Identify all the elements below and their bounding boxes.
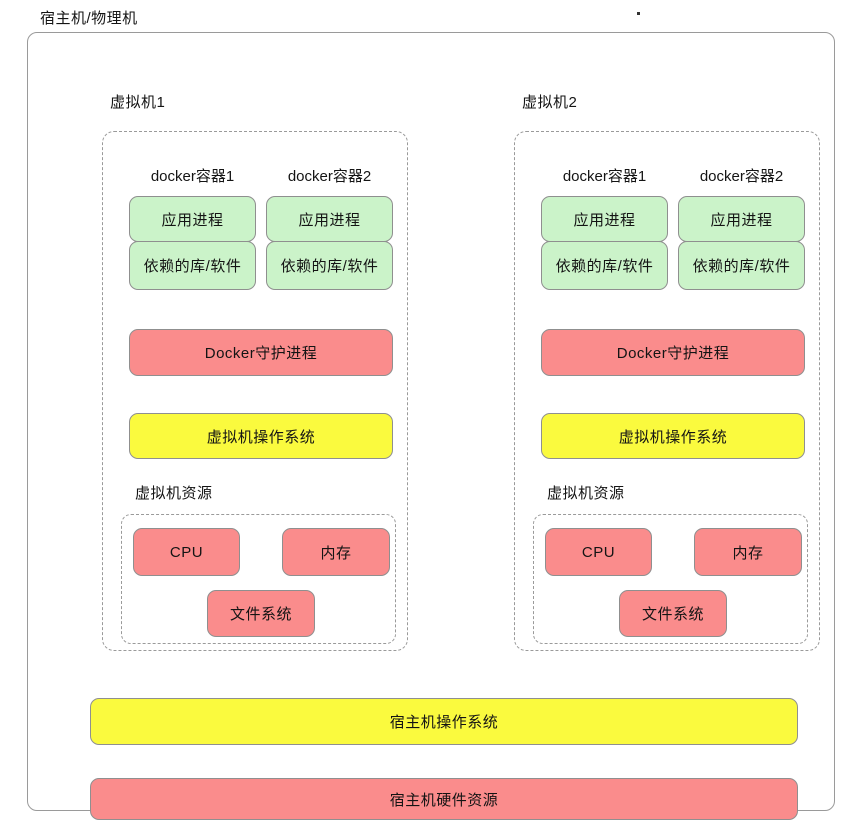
vm2-container1-app-process-box: 应用进程 bbox=[541, 196, 668, 242]
vm1-resources-box: CPU 内存 文件系统 bbox=[121, 514, 396, 644]
host-machine-box: 虚拟机1 docker容器1 docker容器2 应用进程 依赖的库/软件 应用… bbox=[27, 32, 835, 820]
vm1-os-box: 虚拟机操作系统 bbox=[129, 413, 393, 459]
vm1-box: docker容器1 docker容器2 应用进程 依赖的库/软件 应用进程 依赖… bbox=[102, 131, 408, 651]
vm1-container1-app-process-box: 应用进程 bbox=[129, 196, 256, 242]
vm2-section: 虚拟机2 docker容器1 docker容器2 应用进程 依赖的库/软件 应用… bbox=[514, 91, 820, 651]
vm1-resources-label: 虚拟机资源 bbox=[135, 485, 213, 502]
vm1-section: 虚拟机1 docker容器1 docker容器2 应用进程 依赖的库/软件 应用… bbox=[102, 91, 408, 651]
vm1-container1-libs-box: 依赖的库/软件 bbox=[129, 241, 256, 290]
vm1-docker-container1-title: docker容器1 bbox=[150, 168, 235, 185]
vm2-box: docker容器1 docker容器2 应用进程 依赖的库/软件 应用进程 依赖… bbox=[514, 131, 820, 651]
vm2-docker-daemon-box: Docker守护进程 bbox=[541, 329, 805, 376]
vm2-container1-libs-box: 依赖的库/软件 bbox=[541, 241, 668, 290]
vm2-resources-label: 虚拟机资源 bbox=[547, 485, 625, 502]
host-os-box: 宿主机操作系统 bbox=[90, 698, 798, 745]
page-title: 宿主机/物理机 bbox=[40, 10, 138, 27]
vm2-resources-box: CPU 内存 文件系统 bbox=[533, 514, 808, 644]
vm1-memory-box: 内存 bbox=[282, 528, 390, 576]
vm1-cpu-box: CPU bbox=[133, 528, 240, 576]
vm1-label: 虚拟机1 bbox=[110, 94, 166, 111]
vm2-cpu-box: CPU bbox=[545, 528, 652, 576]
vm2-container2-libs-box: 依赖的库/软件 bbox=[678, 241, 805, 290]
host-hardware-box: 宿主机硬件资源 bbox=[90, 778, 798, 820]
vm2-os-box: 虚拟机操作系统 bbox=[541, 413, 805, 459]
vm2-docker-container1-title: docker容器1 bbox=[562, 168, 647, 185]
vm1-filesystem-box: 文件系统 bbox=[207, 590, 315, 637]
vm2-memory-box: 内存 bbox=[694, 528, 802, 576]
vm1-docker-container2-title: docker容器2 bbox=[287, 168, 372, 185]
stray-dot bbox=[637, 12, 640, 15]
vm2-docker-container2-title: docker容器2 bbox=[699, 168, 784, 185]
vm1-container2-app-process-box: 应用进程 bbox=[266, 196, 393, 242]
vm2-label: 虚拟机2 bbox=[522, 94, 578, 111]
vm1-container2-libs-box: 依赖的库/软件 bbox=[266, 241, 393, 290]
vm2-container2-app-process-box: 应用进程 bbox=[678, 196, 805, 242]
vm1-docker-daemon-box: Docker守护进程 bbox=[129, 329, 393, 376]
vm2-filesystem-box: 文件系统 bbox=[619, 590, 727, 637]
